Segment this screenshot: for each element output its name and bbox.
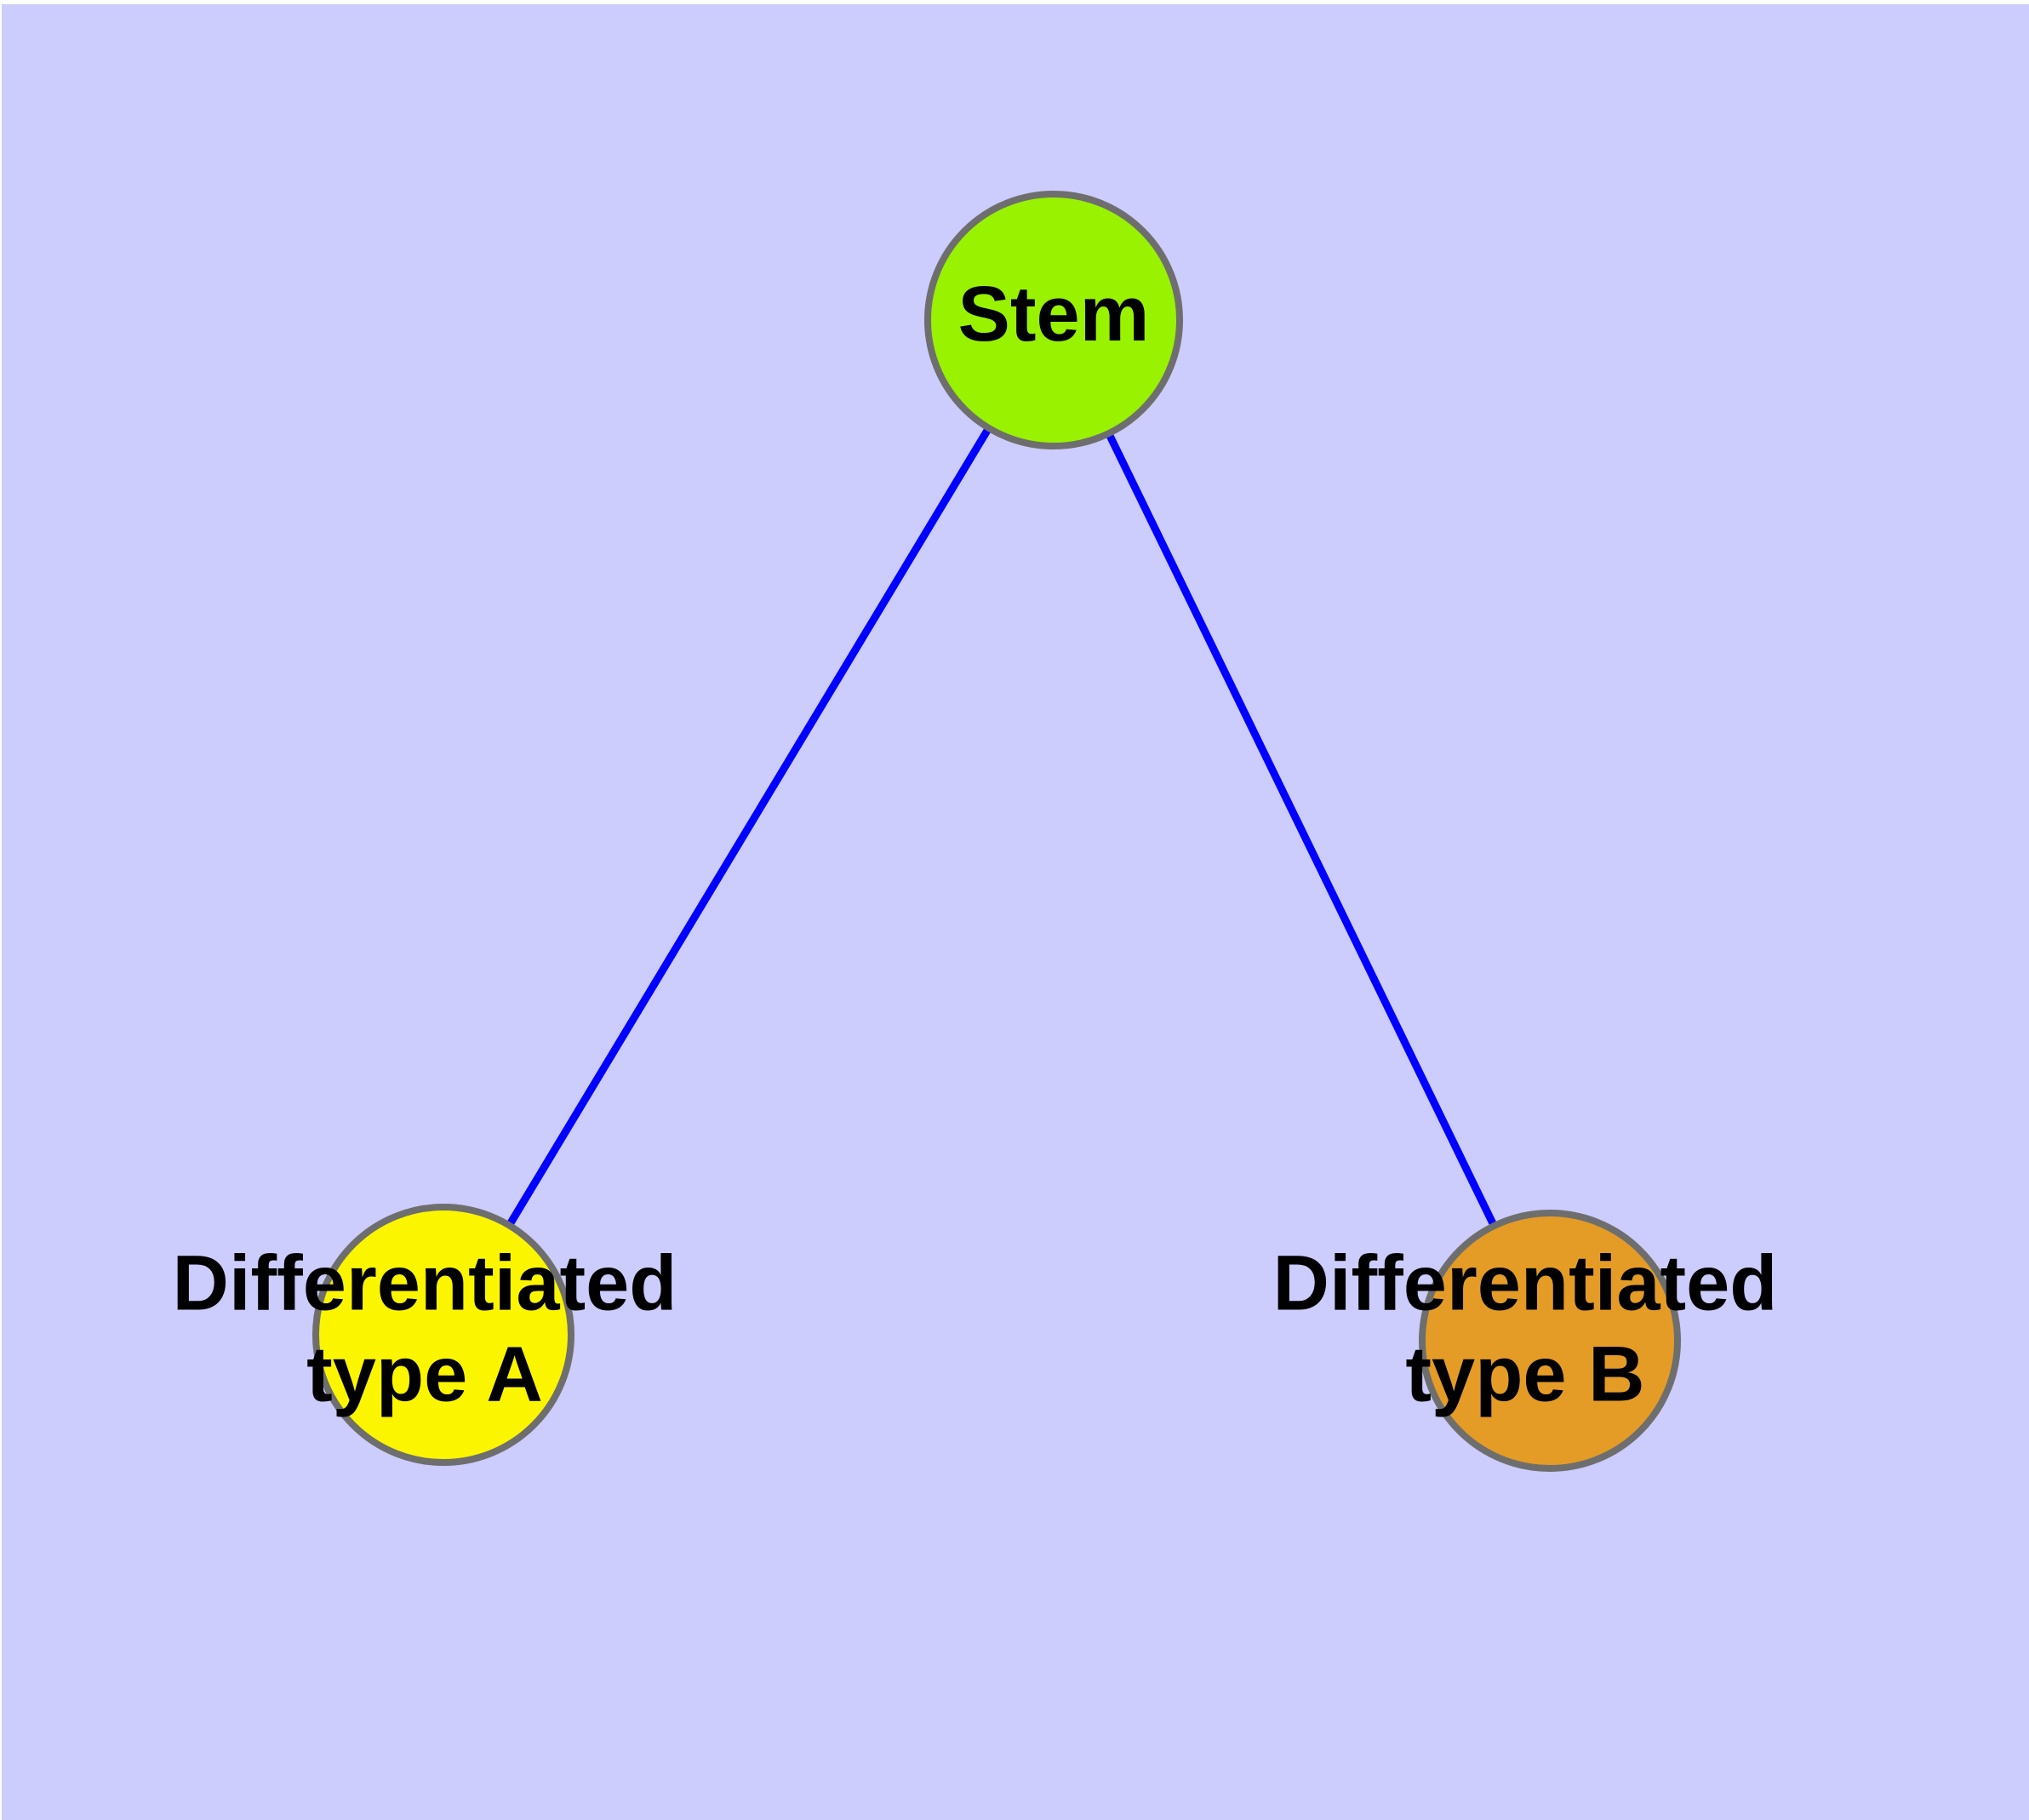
graph-edge-stem-to-b[interactable] xyxy=(1049,318,1554,1342)
graph-node-label-line: Differentiated xyxy=(173,1240,677,1327)
graph-node-diff_a[interactable] xyxy=(312,1204,574,1466)
graph-node-diff_b[interactable] xyxy=(1419,1210,1681,1472)
graph-node-label-stem: Stem xyxy=(958,271,1150,358)
graph-node-label-line: type B xyxy=(1405,1331,1644,1418)
edges-layer xyxy=(440,318,1554,1342)
graph-node-stem[interactable] xyxy=(924,191,1183,449)
graph-node-label-line: Differentiated xyxy=(1273,1240,1778,1327)
graph-node-label-line: type A xyxy=(306,1331,543,1418)
graph-edge-stem-to-a[interactable] xyxy=(440,318,1057,1337)
nodes-layer xyxy=(312,191,1681,1472)
graph-node-label-line: Stem xyxy=(958,271,1150,358)
